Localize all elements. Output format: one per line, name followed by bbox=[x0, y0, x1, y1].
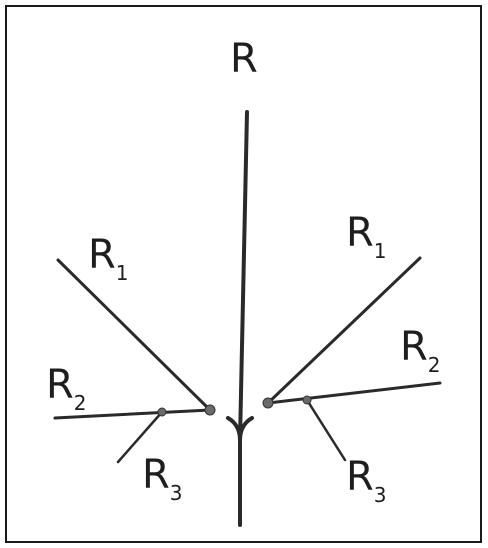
right-tertiary-node bbox=[303, 396, 311, 404]
right-tertiary-branch bbox=[307, 400, 345, 460]
right-branch-node bbox=[263, 398, 273, 408]
left-branch-node bbox=[205, 405, 215, 415]
label-right-primary: R1 bbox=[346, 210, 387, 263]
label-left-secondary: R2 bbox=[46, 362, 87, 415]
label-root: R bbox=[230, 36, 258, 82]
main-stem-upper bbox=[240, 112, 247, 440]
right-primary-branch bbox=[268, 258, 420, 403]
label-right-tertiary: R3 bbox=[346, 454, 387, 507]
right-secondary-branch bbox=[268, 383, 440, 403]
left-tertiary-node bbox=[158, 408, 166, 416]
label-left-primary: R1 bbox=[88, 232, 129, 285]
left-primary-branch bbox=[58, 260, 210, 410]
label-left-tertiary: R3 bbox=[142, 452, 183, 505]
label-right-secondary: R2 bbox=[400, 324, 441, 377]
